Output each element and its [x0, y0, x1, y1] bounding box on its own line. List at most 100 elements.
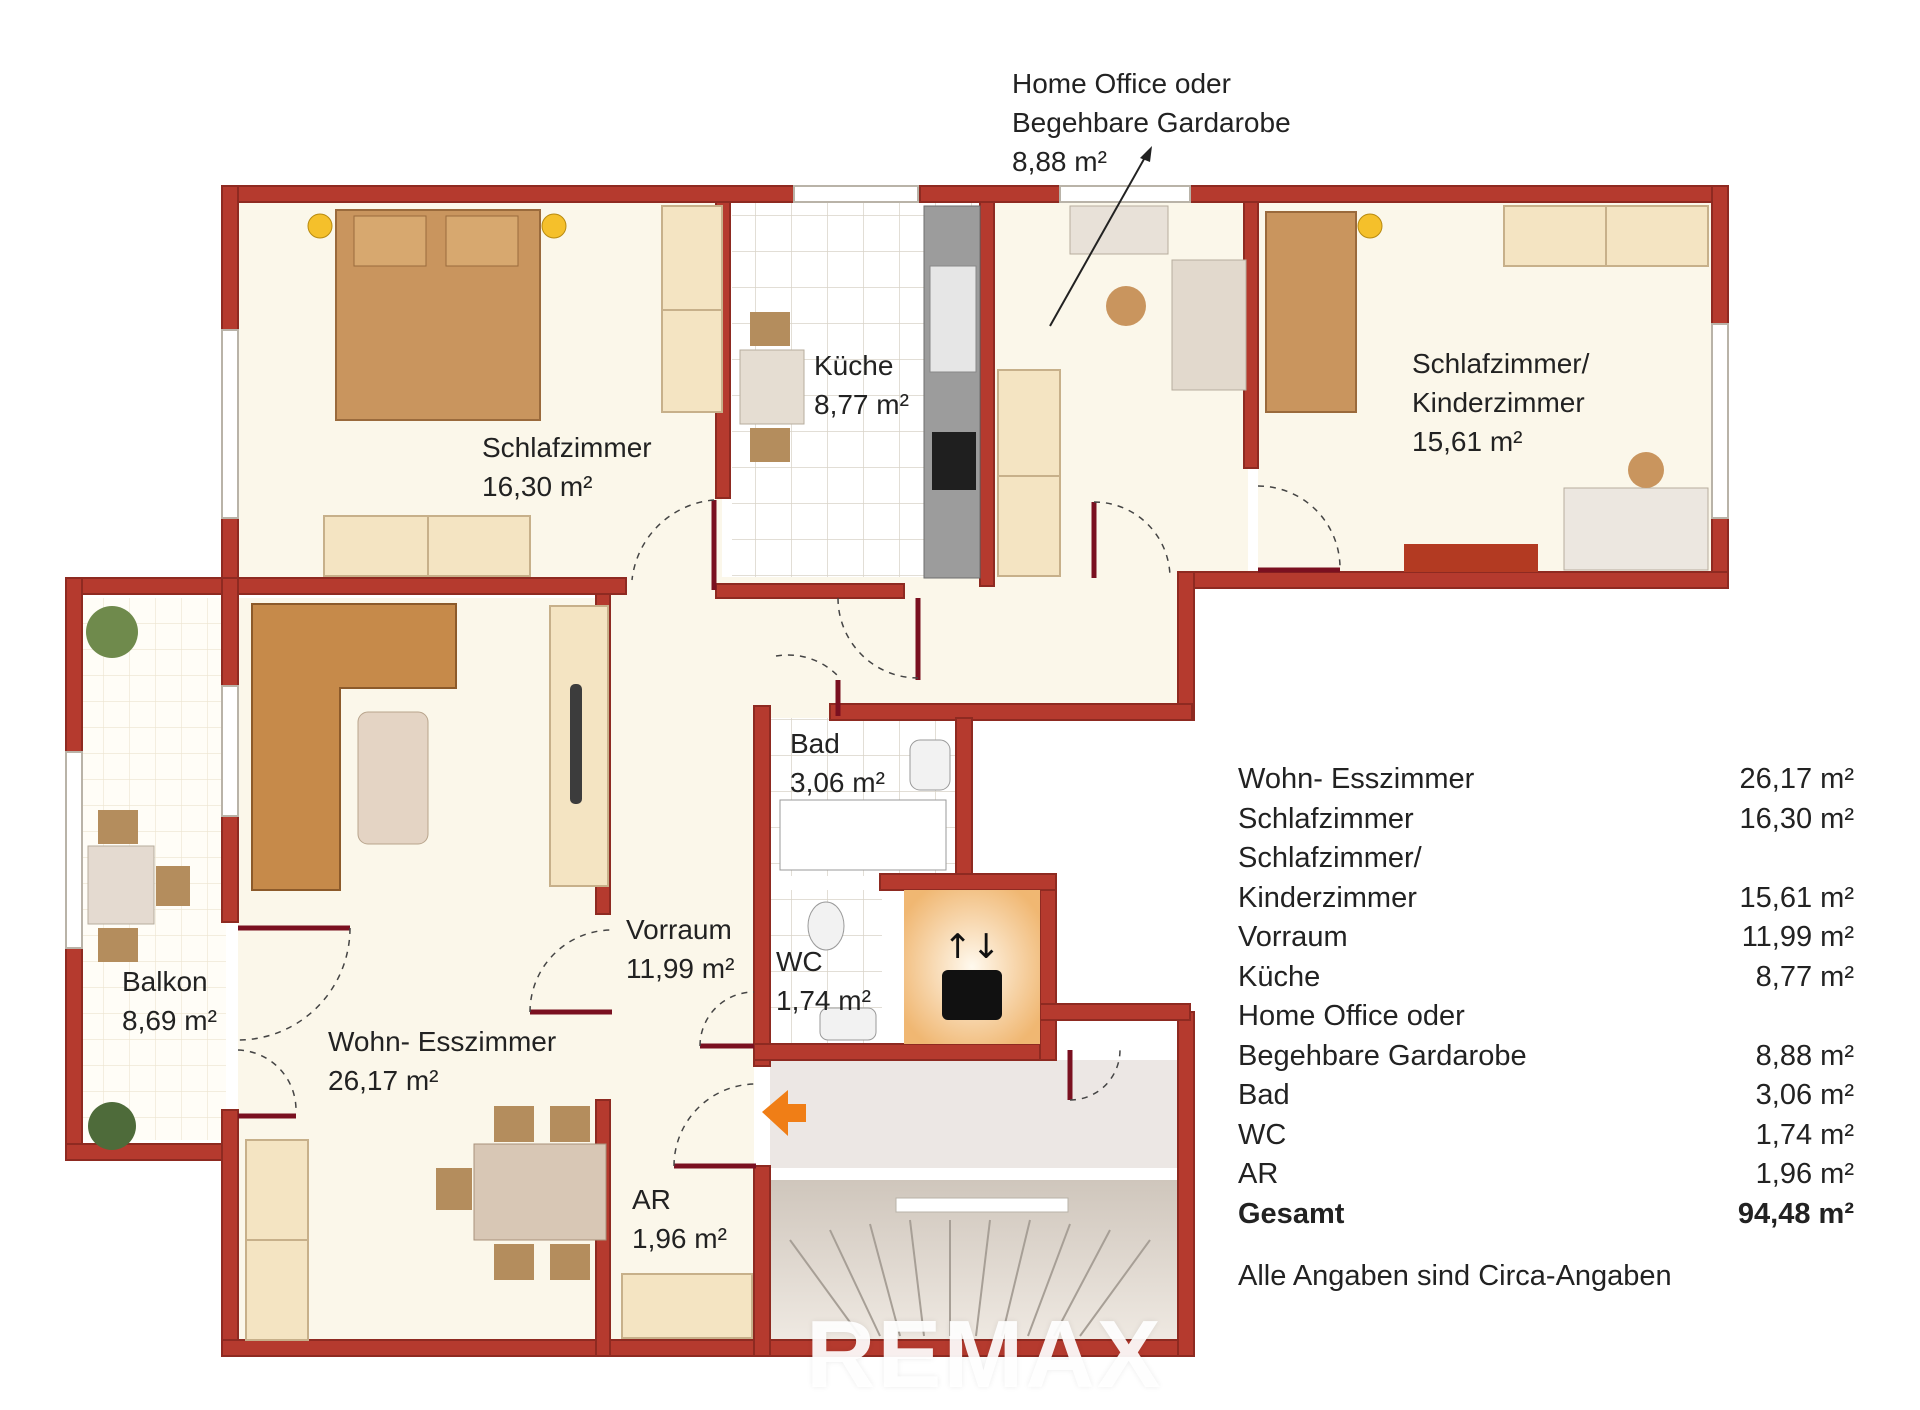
label-balkon: Balkon 8,69 m² [122, 962, 217, 1040]
label-wc: WC 1,74 m² [776, 942, 871, 1020]
area-value: 16,30 m² [1739, 802, 1854, 835]
wc-basin-icon [819, 1007, 877, 1041]
area-row: Schlafzimmer 16,30 m² [1238, 800, 1854, 840]
balkon-furniture [86, 606, 190, 1150]
label-wohn: Wohn- Esszimmer 26,17 m² [328, 1022, 556, 1100]
room-area: 16,30 m² [482, 471, 593, 502]
lamp-icon [541, 213, 567, 239]
stair-steps [789, 1219, 1151, 1337]
area-label: Home Office oder [1238, 1000, 1465, 1032]
area-value: 8,77 m² [1755, 960, 1854, 993]
svg-text:↑↓: ↑↓ [944, 927, 1001, 967]
room-area: 3,06 m² [790, 767, 885, 798]
area-label: Vorraum [1238, 921, 1348, 953]
label-schlafzimmer: Schlafzimmer 16,30 m² [482, 428, 652, 506]
bed [1265, 211, 1357, 413]
area-row: Home Office oder [1238, 997, 1854, 1037]
room-area: 26,17 m² [328, 1065, 439, 1096]
window-wohn [221, 685, 239, 817]
area-label: Kinderzimmer [1238, 881, 1417, 914]
washbasin-icon [909, 739, 951, 791]
room-area: 8,88 m² [1012, 146, 1107, 177]
office-furniture [997, 146, 1247, 577]
wall-wohn-left-lower [221, 1109, 239, 1357]
chair [494, 1106, 534, 1142]
wall-lift-right [1039, 873, 1057, 1061]
label-kinderzimmer: Schlafzimmer/ Kinderzimmer 15,61 m² [1412, 344, 1589, 461]
desk [1171, 259, 1247, 391]
room-name: AR [632, 1184, 671, 1215]
area-row: Schlafzimmer/ [1238, 839, 1854, 879]
living-furniture [245, 603, 609, 1341]
chair [98, 810, 138, 844]
area-label: Bad [1238, 1079, 1290, 1111]
chair [156, 866, 190, 906]
room-name: Kinderzimmer [1412, 387, 1585, 418]
desk [1069, 205, 1169, 255]
window-balkon [65, 751, 83, 949]
chair [550, 1244, 590, 1280]
shelf [997, 369, 1061, 577]
room-area: 15,61 m² [1412, 426, 1523, 457]
lamp-icon [1357, 213, 1383, 239]
kitchen-furniture [739, 205, 981, 579]
area-label: Schlafzimmer/ [1238, 842, 1422, 874]
ar-shelf [621, 1273, 753, 1339]
chair [436, 1168, 472, 1210]
label-kueche: Küche 8,77 m² [814, 346, 909, 424]
label-vorraum: Vorraum 11,99 m² [626, 910, 734, 988]
remax-watermark: REMAX [806, 1301, 1163, 1408]
sofa [251, 603, 457, 891]
room-area: 1,74 m² [776, 985, 871, 1016]
area-label: Begehbare Gardarobe [1238, 1039, 1527, 1072]
bathtub [779, 799, 947, 871]
room-name: Begehbare Gardarobe [1012, 107, 1291, 138]
room-name: Schlafzimmer [482, 432, 652, 463]
wall-right-lower [1177, 1011, 1195, 1357]
area-label: AR [1238, 1158, 1279, 1190]
area-value: 15,61 m² [1739, 881, 1854, 914]
area-row: Begehbare Gardarobe 8,88 m² [1238, 1037, 1854, 1077]
room-name: Wohn- Esszimmer [328, 1026, 557, 1057]
room-name: Vorraum [626, 914, 732, 945]
toilet-icon [807, 901, 845, 951]
doors [237, 485, 1341, 1169]
wall-mid-horizontal [65, 577, 627, 595]
chair [98, 928, 138, 962]
plant-icon [86, 606, 138, 658]
wall-top-right [1189, 185, 1729, 203]
service-areas: ↑↓ [621, 739, 1151, 1339]
wall-lift-top [879, 873, 1057, 891]
lift-icon [942, 970, 1002, 1020]
chair [550, 1106, 590, 1142]
wall-right-mid [1177, 571, 1195, 721]
floor-landing [770, 1060, 1178, 1168]
pointer-arrow [1049, 151, 1149, 327]
chair [750, 428, 790, 462]
wall-balkon-bottom [65, 1143, 239, 1161]
room-name: WC [776, 946, 823, 977]
disclaimer-note: Alle Angaben sind Circa-Angaben [1238, 1260, 1672, 1292]
wall-kueche-right [979, 201, 995, 587]
wall-bad-right [955, 717, 973, 877]
counter [923, 205, 981, 579]
wall-vorraum-inner [753, 705, 771, 1067]
room-area: 11,99 m² [626, 953, 735, 984]
room-name: Bad [790, 728, 840, 759]
dining-table [473, 1143, 607, 1241]
desk [1563, 487, 1709, 571]
room-area: 8,69 m² [122, 1005, 217, 1036]
total-value: 94,48 m² [1737, 1197, 1854, 1230]
area-value: 8,88 m² [1755, 1039, 1854, 1072]
room-name: Home Office oder [1012, 68, 1231, 99]
area-label: Schlafzimmer [1238, 802, 1414, 835]
floor-vorraum-lower [610, 700, 754, 1340]
room-name: Küche [814, 350, 894, 381]
tv [570, 684, 582, 804]
